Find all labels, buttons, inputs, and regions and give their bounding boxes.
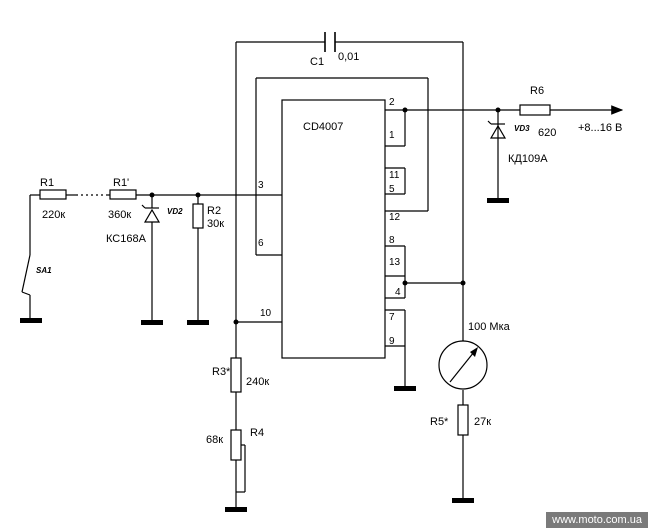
r3-value: 240к [246, 376, 269, 388]
r5-value: 27к [474, 416, 491, 428]
resistor-r2 [192, 203, 204, 229]
resistor-r5 [457, 404, 469, 436]
meter-value: 100 Мка [468, 321, 511, 333]
resistor-r6 [519, 104, 551, 116]
r4-value: 68к [206, 434, 223, 446]
vd2-ref: VD2 [167, 207, 183, 216]
zener-vd3 [487, 120, 507, 139]
ground-symbols [20, 198, 509, 512]
wires [21, 41, 624, 498]
r3-ref: R3* [212, 366, 231, 378]
r2-ref: R2 [207, 205, 221, 217]
vd3-value: КД109А [508, 153, 548, 165]
r1p-value: 360к [108, 209, 131, 221]
pin-6-label: 6 [258, 238, 264, 249]
capacitor-c1 [324, 32, 336, 52]
resistor-symbols [39, 104, 551, 461]
pin-1-label: 1 [389, 130, 395, 141]
pin-numbers: 2 1 11 5 12 8 13 4 7 9 3 6 10 [258, 97, 401, 347]
c1-ref: C1 [310, 56, 324, 68]
r6-ref: R6 [530, 85, 544, 97]
junction-dots [149, 107, 501, 325]
pin-13-label: 13 [389, 257, 401, 268]
resistor-r1-prime [109, 189, 137, 200]
pin-9-label: 9 [389, 336, 395, 347]
pin-7-label: 7 [389, 312, 395, 323]
resistor-r3 [230, 357, 242, 393]
pin-12-label: 12 [389, 212, 401, 223]
zener-vd2 [141, 204, 161, 223]
supply-label: +8...16 В [578, 122, 622, 134]
pin-4-label: 4 [395, 287, 401, 298]
pin-8-label: 8 [389, 235, 395, 246]
pin-2-label: 2 [389, 97, 395, 108]
watermark: www.moto.com.ua [546, 512, 648, 528]
r4-ref: R4 [250, 427, 264, 439]
vd3-ref: VD3 [514, 124, 530, 133]
r6-value: 620 [538, 127, 556, 139]
switch-sa1-symbol [21, 291, 31, 296]
r2-value: 30к [207, 218, 224, 230]
pin-11-label: 11 [389, 170, 400, 181]
r1-value: 220к [42, 209, 65, 221]
meter-needle-arrow [470, 347, 478, 357]
c1-value: 0,01 [338, 51, 359, 63]
vd2-value: КС168А [106, 233, 147, 245]
chip-name: CD4007 [303, 121, 343, 133]
resistor-r1 [39, 189, 67, 200]
sa1-ref: SA1 [36, 266, 52, 275]
r5-ref: R5* [430, 416, 449, 428]
meter-symbol [438, 340, 488, 390]
r1p-ref: R1' [113, 177, 129, 189]
pin-5-label: 5 [389, 184, 395, 195]
pin-10-label: 10 [260, 308, 272, 319]
r1-ref: R1 [40, 177, 54, 189]
pin-3-label: 3 [258, 180, 264, 191]
resistor-r4 [230, 429, 242, 461]
component-labels: C1 0,01 R1 220к R1' 360к VD2 КС168А R2 3… [36, 51, 622, 446]
ic-body [281, 99, 386, 359]
